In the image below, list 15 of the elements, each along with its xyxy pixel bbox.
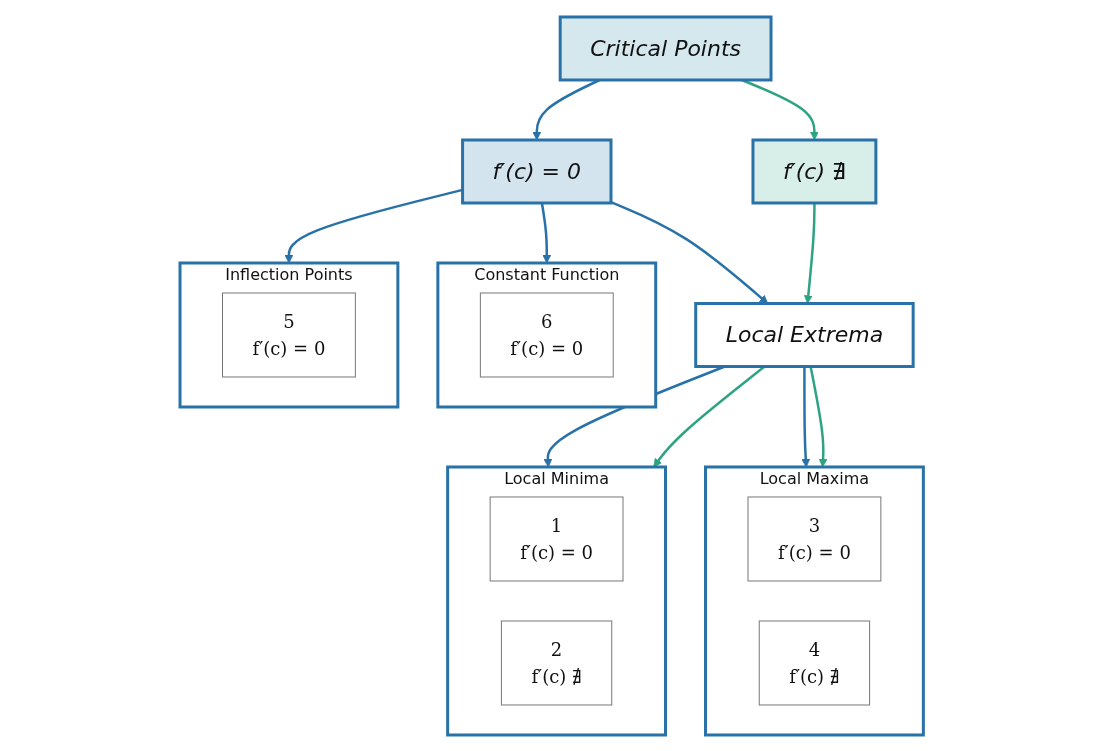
node-box: 1 f′(c) = 0	[489, 496, 624, 581]
arrow	[809, 365, 828, 467]
node-box: 6 f′(c) = 0	[479, 292, 614, 377]
node-box: 4 f′(c) ∄	[758, 620, 870, 705]
node-box: Critical Points	[558, 15, 773, 81]
node-box: 3 f′(c) = 0	[747, 496, 882, 581]
node-box: Local Extrema	[694, 301, 915, 368]
node-box: f′(c) = 0	[460, 138, 613, 204]
node-box: 2 f′(c) ∄	[500, 620, 613, 705]
node-box: f′(c) ∄	[751, 138, 878, 204]
arrow	[801, 366, 810, 467]
arrow	[653, 365, 766, 467]
arrow	[540, 202, 551, 263]
arrow	[284, 188, 463, 263]
node-box: 5 f′(c) = 0	[221, 292, 356, 377]
